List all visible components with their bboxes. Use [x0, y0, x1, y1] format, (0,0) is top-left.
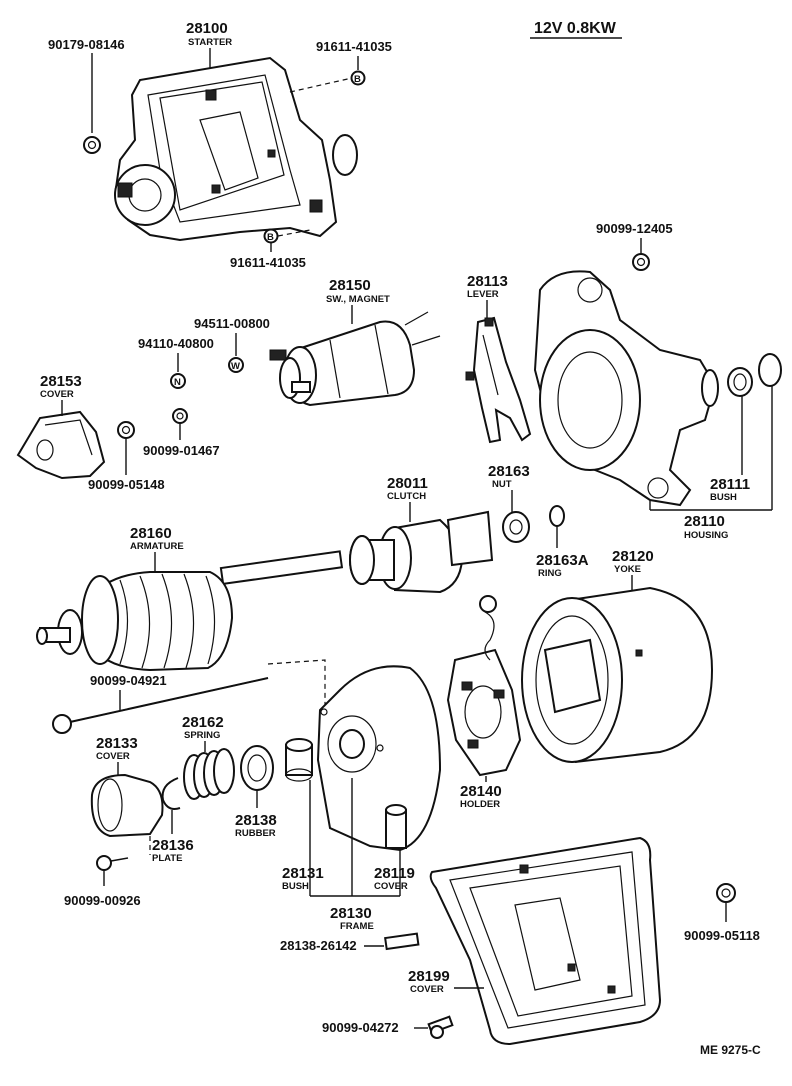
brush-holder-drawing [446, 595, 522, 777]
part-number-28153: 28153 [40, 373, 82, 390]
marker-n-icon [170, 373, 186, 389]
svg-text:N: N [174, 377, 181, 388]
part-name-cover-28133: COVER [96, 751, 130, 762]
armature-drawing [36, 550, 344, 672]
plug-cover-drawing [385, 804, 407, 849]
part-number-28119: 28119 [374, 865, 415, 882]
part-number-28138-26142: 28138-26142 [280, 938, 357, 953]
part-name-holder: HOLDER [460, 799, 500, 810]
marker-w-icon [228, 357, 244, 373]
part-name-sw-magnet: SW., MAGNET [326, 294, 390, 305]
bottom-cover-plate-drawing [429, 836, 662, 1046]
magnet-switch-drawing [269, 311, 441, 407]
part-name-rubber: RUBBER [235, 828, 276, 839]
part-number-28110: 28110 [684, 513, 725, 530]
part-number-28199: 28199 [408, 968, 450, 985]
part-number-91611-bottom: 91611-41035 [230, 255, 306, 270]
part-number-28136: 28136 [152, 837, 194, 854]
part-name-armature: ARMATURE [130, 541, 184, 552]
part-name-housing: HOUSING [684, 530, 728, 541]
nut-icon-12405 [632, 253, 650, 271]
ring-28163a-drawing [549, 505, 565, 527]
part-name-ring: RING [538, 568, 562, 579]
bush-28131-drawing [285, 738, 313, 782]
plate-clip-drawing [161, 777, 181, 810]
part-name-cover-28119: COVER [374, 881, 408, 892]
part-name-clutch: CLUTCH [387, 491, 426, 502]
part-number-28011: 28011 [387, 475, 428, 492]
part-number-90099-12405: 90099-12405 [596, 221, 673, 236]
starter-assembly-drawing [113, 56, 358, 242]
part-number-28150: 28150 [329, 277, 371, 294]
housing-drawing [533, 270, 719, 507]
nut-28163-drawing [502, 511, 530, 543]
part-name-bush-28131: BUSH [282, 881, 309, 892]
marker-b-icon-bottom [263, 228, 279, 244]
part-number-91611-top: 91611-41035 [316, 39, 392, 54]
diagram-ref: ME 9275-C [700, 1043, 761, 1057]
part-number-28131: 28131 [282, 865, 324, 882]
part-number-90099-04921: 90099-04921 [90, 673, 167, 688]
through-bolt-drawing [52, 677, 269, 734]
terminal-cover-drawing [16, 410, 106, 480]
part-name-cover-28199: COVER [410, 984, 444, 995]
part-number-28113: 28113 [467, 273, 508, 290]
part-name-nut-28163: NUT [492, 479, 512, 490]
part-number-90099-04272: 90099-04272 [322, 1020, 399, 1035]
part-number-28133: 28133 [96, 735, 138, 752]
nut-icon-05148 [117, 421, 135, 439]
part-number-28162: 28162 [182, 714, 224, 731]
part-number-28130: 28130 [330, 905, 372, 922]
part-name-starter: STARTER [188, 37, 232, 48]
svg-text:W: W [231, 361, 240, 372]
lever-drawing [465, 316, 532, 444]
part-name-bush-28111: BUSH [710, 492, 737, 503]
part-number-28163a: 28163A [536, 552, 589, 569]
part-name-spring: SPRING [184, 730, 220, 741]
terminal-bolt-drawing [384, 932, 420, 951]
part-name-yoke: YOKE [614, 564, 641, 575]
yoke-drawing [521, 586, 714, 763]
part-number-28111: 28111 [710, 476, 750, 493]
part-number-90099-05118: 90099-05118 [684, 928, 760, 943]
rubber-ring-drawing [240, 745, 274, 791]
clutch-drawing [349, 510, 494, 594]
svg-text:B: B [354, 74, 361, 85]
end-cover-drawing [90, 773, 164, 838]
part-number-28140: 28140 [460, 783, 502, 800]
nut-icon-90179 [83, 136, 101, 154]
part-name-lever: LEVER [467, 289, 499, 300]
part-name-cover-28153: COVER [40, 389, 74, 400]
part-number-28163: 28163 [488, 463, 530, 480]
part-number-28160: 28160 [130, 525, 172, 542]
screw-00926-drawing [96, 855, 129, 871]
svg-text:B: B [267, 232, 274, 243]
part-number-90179-08146: 90179-08146 [48, 37, 125, 52]
part-number-28138: 28138 [235, 812, 277, 829]
end-cap-drawing [758, 353, 782, 387]
bolt-04272-drawing [427, 1015, 454, 1039]
part-number-90099-00926: 90099-00926 [64, 893, 141, 908]
part-number-90099-01467: 90099-01467 [143, 443, 220, 458]
part-number-28120: 28120 [612, 548, 654, 565]
bush-28111-drawing [727, 367, 753, 397]
spec-label: 12V 0.8KW [534, 20, 617, 37]
part-number-94110-40800: 94110-40800 [138, 336, 214, 351]
spring-drawing [183, 748, 235, 800]
part-number-90099-05148: 90099-05148 [88, 477, 165, 492]
part-name-plate: PLATE [152, 853, 182, 864]
nut-icon-01467 [172, 408, 188, 424]
nut-icon-05118 [716, 883, 736, 903]
part-name-frame: FRAME [340, 921, 374, 932]
part-number-28100: 28100 [186, 20, 228, 37]
commutator-frame-drawing [316, 665, 442, 852]
part-number-94511-00800: 94511-00800 [194, 316, 270, 331]
